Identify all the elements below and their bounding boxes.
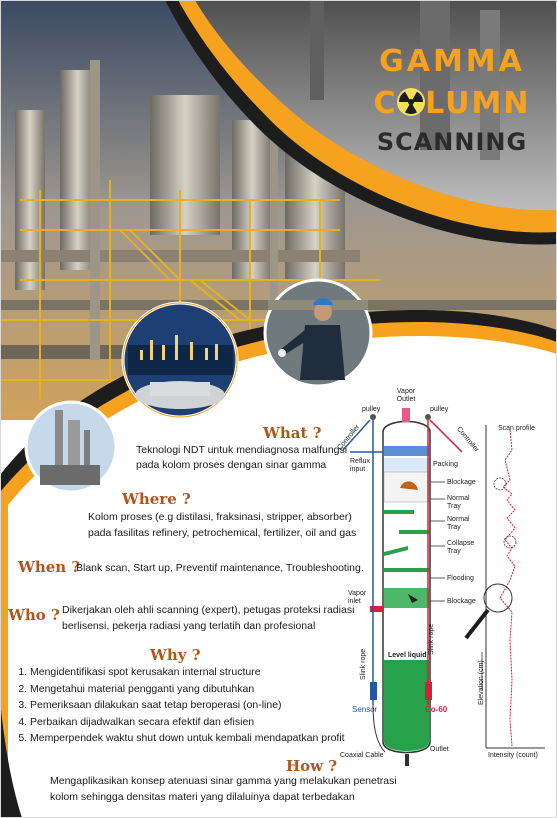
photo-technician <box>263 278 373 388</box>
label-packing: Packing <box>433 461 458 468</box>
title-scanning: SCANNING <box>376 128 528 156</box>
what-text-1: Teknologi NDT untuk mendiagnosa malfungs… <box>136 444 348 456</box>
label-vapor-outlet: Vapor Outlet <box>396 388 416 403</box>
how-heading: How ? <box>286 757 338 775</box>
why-list: Mengidentifikasi spot kerusakan internal… <box>16 664 346 747</box>
label-co60: Co-60 <box>425 705 448 714</box>
photo-distillation-column <box>24 400 118 494</box>
label-scan-profile: Scan profile <box>498 425 535 432</box>
label-blockage-top: Blockage <box>447 479 476 486</box>
photo-refinery-night <box>121 301 239 419</box>
label-normal-tray-1: Normal Tray <box>447 495 470 510</box>
how-text-1: Mengaplikasikan konsep atenuasi sinar ga… <box>50 775 397 787</box>
label-blockage-bottom: Blockage <box>447 598 476 605</box>
why-item: Pemeriksaan dilakukan saat tetap beroper… <box>30 697 346 714</box>
label-slink-rope-right: Slink rope <box>428 623 435 655</box>
when-text: Blank scan, Start up, Preventif maintena… <box>76 562 364 574</box>
where-heading: Where ? <box>122 490 191 508</box>
label-level-liquid: Level liquid <box>388 652 427 659</box>
label-collapse-tray: Collapse Tray <box>447 540 475 555</box>
label-reflux-input: Reflux input <box>350 458 370 473</box>
who-text-1: Dikerjakan oleh ahli scanning (expert), … <box>62 604 355 616</box>
radiation-icon <box>397 88 425 116</box>
title-gamma: GAMMA <box>379 44 525 79</box>
why-heading: Why ? <box>150 646 201 664</box>
why-item: Mengidentifikasi spot kerusakan internal… <box>30 664 346 681</box>
label-outlet: Outlet <box>430 746 449 753</box>
label-coaxial-cable: Coaxial Cable <box>340 752 384 759</box>
where-text-1: Kolom proses (e.g distilasi, fraksinasi,… <box>88 511 352 523</box>
when-heading: When ? <box>18 558 81 576</box>
label-sensor: Sensor <box>352 705 378 714</box>
what-heading: What ? <box>263 424 322 442</box>
label-normal-tray-2: Normal Tray <box>447 516 470 531</box>
who-heading: Who ? <box>8 606 60 624</box>
why-item: Mengetahui material pengganti yang dibut… <box>30 681 346 698</box>
label-pulley-right: pulley <box>430 406 449 413</box>
label-intensity-axis: Intensity (count) <box>488 752 538 759</box>
label-vapor-inlet: Vapor inlet <box>348 590 367 605</box>
why-item: Perbaikan dijadwalkan secara efektif dan… <box>30 714 346 731</box>
where-text-2: pada fasilitas refinery, petrochemical, … <box>88 527 357 539</box>
label-pulley-left: pulley <box>362 406 381 413</box>
how-text-2: kolom sehingga densitas materi yang dila… <box>50 791 355 803</box>
what-text-2: pada kolom proses dengan sinar gamma <box>136 459 327 471</box>
label-slink-rope-left: Slink rope <box>360 648 367 680</box>
label-flooding: Flooding <box>447 575 474 582</box>
who-text-2: berlisensi, pekerja radiasi yang terlati… <box>62 620 316 632</box>
why-item: Memperpendek waktu shut down untuk kemba… <box>30 730 346 747</box>
label-elevation-axis: Elevation (cm) <box>478 660 485 705</box>
